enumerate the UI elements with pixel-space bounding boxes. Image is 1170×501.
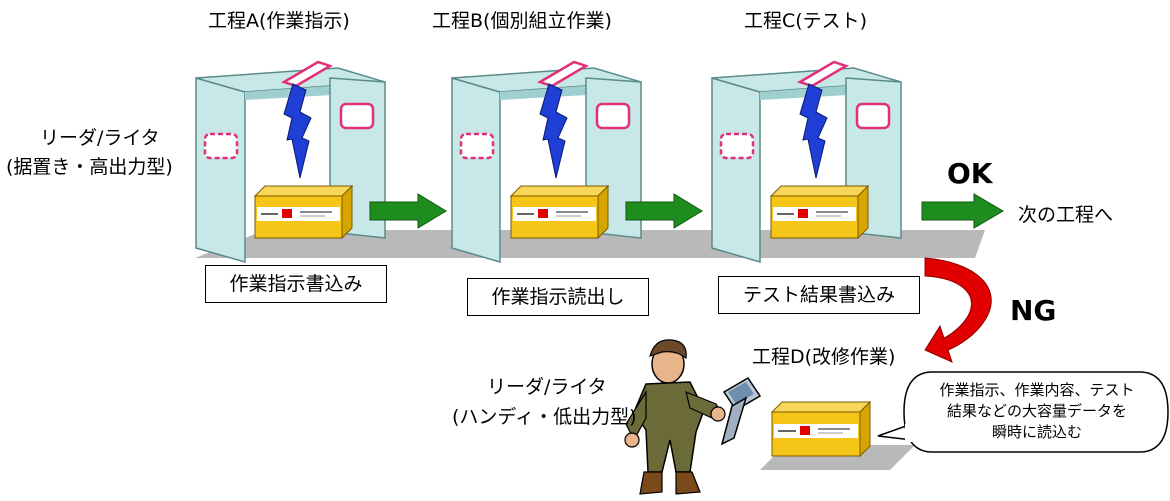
bubble-line-2: 結果などの大容量データを <box>946 402 1127 420</box>
next-step-label: 次の工程へ <box>1018 204 1114 226</box>
lightning-icon <box>799 83 828 179</box>
gate-a <box>195 60 386 263</box>
worker-icon <box>624 339 723 495</box>
fixed-reader-label: リーダ/ライタ <box>40 127 160 149</box>
product-box <box>770 400 872 458</box>
gate-b <box>451 60 642 263</box>
ng-arrow <box>924 257 992 363</box>
product-box <box>253 184 354 240</box>
station-a-caption: 作業指示書込み <box>205 265 387 303</box>
rfid-tag-icon <box>536 60 590 88</box>
station-c-caption: テスト結果書込み <box>718 276 920 314</box>
ok-label: OK <box>947 157 993 190</box>
flow-arrow-ok <box>921 193 1004 229</box>
lightning-icon <box>283 83 312 179</box>
rfid-tag-icon <box>280 60 334 88</box>
bubble-text: 作業指示、作業内容、テスト 結果などの大容量データを 瞬時に読込む <box>914 380 1160 443</box>
ng-label: NG <box>1010 294 1057 327</box>
bubble-line-3: 瞬時に読込む <box>991 423 1082 441</box>
station-b-caption: 作業指示読出し <box>467 278 649 316</box>
gate-c <box>711 60 902 263</box>
station-a-title: 工程A(作業指示) <box>208 10 350 32</box>
speech-bubble <box>877 371 1169 453</box>
rfid-tag-icon <box>796 60 850 88</box>
station-b-title: 工程B(個別組立作業) <box>432 10 612 32</box>
station-c-title: 工程C(テスト) <box>744 10 868 32</box>
flow-arrow-a-b <box>369 193 447 229</box>
lightning-icon <box>539 83 568 179</box>
station-d-title: 工程D(改修作業) <box>752 346 896 368</box>
flow-arrow-b-c <box>625 193 703 229</box>
product-box <box>509 184 610 240</box>
handheld-reader-label: リーダ/ライタ <box>487 376 607 398</box>
handheld-reader-type: (ハンディ・低出力型) <box>452 406 637 428</box>
bubble-line-1: 作業指示、作業内容、テスト <box>939 381 1135 399</box>
fixed-reader-type: (据置き・高出力型) <box>6 156 173 178</box>
product-box <box>769 184 870 240</box>
handheld-reader-icon <box>710 376 762 446</box>
